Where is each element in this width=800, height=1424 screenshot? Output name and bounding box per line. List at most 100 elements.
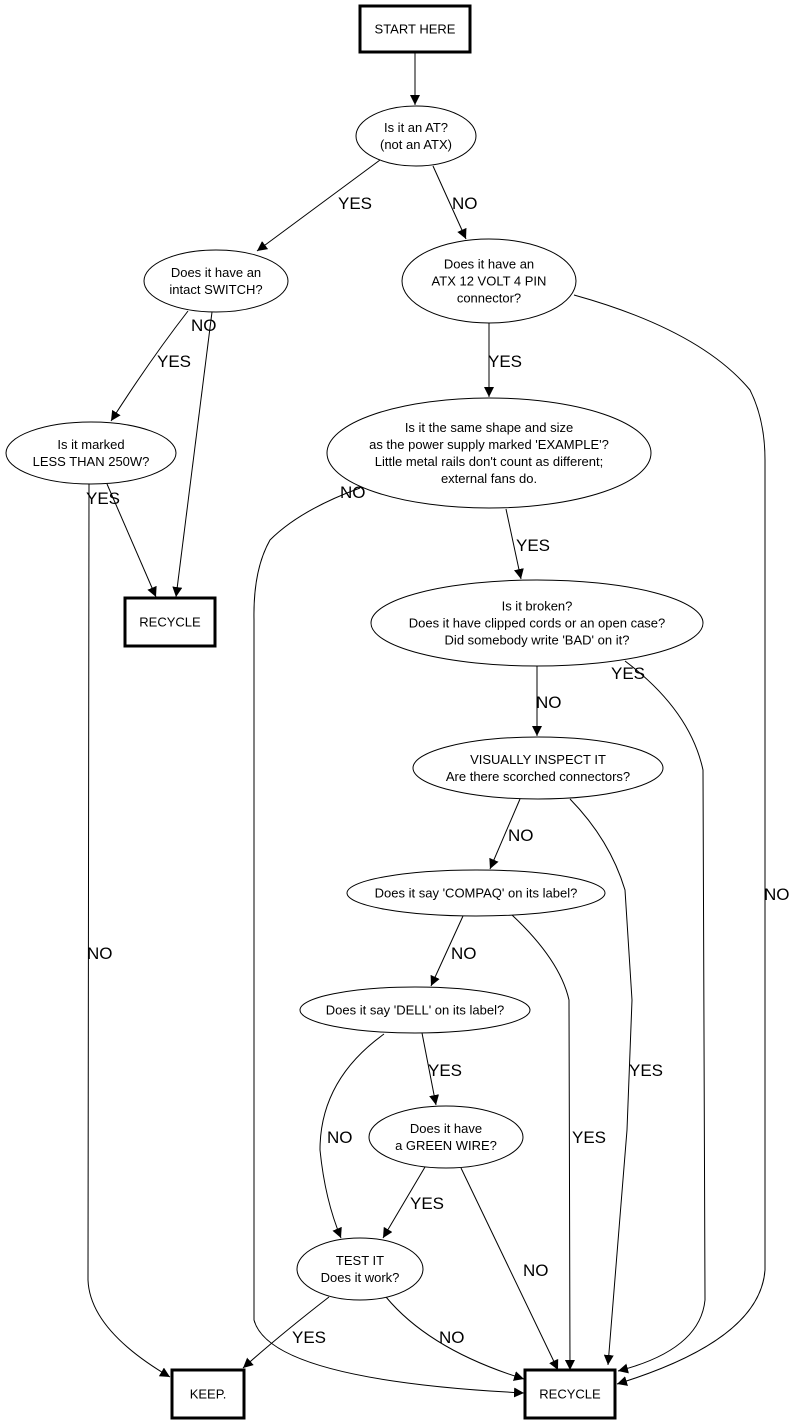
decision-ellipse <box>5 421 177 485</box>
node-atx12v: Does it have an ATX 12 VOLT 4 PIN connecto… <box>401 238 577 324</box>
node-recycle-bottom: RECYCLE <box>523 1368 617 1420</box>
edge-visual-to-recycle-bottom <box>569 798 633 1366</box>
edge-test-to-keep <box>242 1296 330 1369</box>
edge-label-no: NO <box>87 944 113 963</box>
decision-ellipse <box>346 869 606 917</box>
node-text-line: VISUALLY INSPECT IT <box>470 752 606 767</box>
node-text-line: external fans do. <box>441 471 537 486</box>
edge-label-no: NO <box>508 826 534 845</box>
edge-switch-to-recycle-top <box>172 311 213 598</box>
node-text-line: Does it have an <box>444 257 534 272</box>
node-text-line: Is it marked <box>57 437 124 452</box>
edge-compaq-to-recycle-bottom <box>511 914 575 1371</box>
decision-ellipse <box>299 986 531 1034</box>
edge-dell-to-test <box>319 1033 385 1239</box>
node-is-at: Is it an AT? (not an ATX) <box>355 105 477 167</box>
edge-label-yes: YES <box>157 352 191 371</box>
node-text-line: intact SWITCH? <box>169 282 262 297</box>
node-text-line: RECYCLE <box>139 615 201 630</box>
node-text-line: ATX 12 VOLT 4 PIN <box>432 274 547 289</box>
node-visual: VISUALLY INSPECT IT Are there scorched co… <box>412 736 664 800</box>
edge-label-no: NO <box>451 944 477 963</box>
node-text-line: Is it an AT? <box>384 120 448 135</box>
node-text-line: a GREEN WIRE? <box>395 1138 497 1153</box>
decision-ellipse <box>368 1105 524 1169</box>
edge-visual-to-compaq <box>489 798 521 870</box>
node-keep: KEEP. <box>170 1368 246 1420</box>
edge-compaq-to-dell <box>430 915 464 987</box>
edge-less250-to-recycle-top <box>106 483 157 598</box>
edge-broken-to-recycle-bottom <box>617 660 706 1374</box>
node-broken: Is it broken? Does it have clipped cords … <box>370 579 704 667</box>
edge-atx12v-to-recycle-bottom <box>573 294 766 1386</box>
node-text-line: START HERE <box>375 22 456 37</box>
node-text-line: TEST IT <box>336 1253 384 1268</box>
node-text-line: (not an ATX) <box>380 137 452 152</box>
node-text-line: Does it have an <box>171 265 261 280</box>
node-green: Does it have a GREEN WIRE? <box>368 1105 524 1169</box>
node-text-line: Are there scorched connectors? <box>446 769 630 784</box>
edge-is-at-to-atx12v <box>432 165 467 240</box>
edge-same-shape-to-broken <box>505 508 524 580</box>
node-text-line: as the power supply marked 'EXAMPLE'? <box>369 437 609 452</box>
node-text-line: Is it broken? <box>502 599 573 614</box>
decision-ellipse <box>326 397 652 509</box>
edge-label-no: NO <box>523 1261 549 1280</box>
box-shape <box>170 1368 246 1420</box>
edge-label-no: NO <box>340 483 366 502</box>
edge-same-shape-to-recycle-bottom <box>253 487 525 1398</box>
box-shape <box>123 596 217 648</box>
box-shape <box>523 1368 617 1420</box>
edge-label-yes: YES <box>338 194 372 213</box>
edge-label-yes: YES <box>488 352 522 371</box>
edge-less250-to-keep <box>87 483 171 1378</box>
node-text-line: RECYCLE <box>539 1387 601 1402</box>
edge-label-no: NO <box>439 1328 465 1347</box>
edge-dell-to-green <box>421 1032 439 1106</box>
box-shape <box>358 4 472 54</box>
edge-label-yes: YES <box>629 1061 663 1080</box>
decision-ellipse <box>370 579 704 667</box>
edge-label-no: NO <box>452 194 478 213</box>
edge-label-yes: YES <box>410 1194 444 1213</box>
node-text-line: Does it say 'COMPAQ' on its label? <box>375 886 578 901</box>
node-text-line: Does it have <box>410 1121 482 1136</box>
node-text-line: Is it the same shape and size <box>405 420 573 435</box>
edge-label-yes: YES <box>611 664 645 683</box>
edge-green-to-recycle-bottom <box>460 1167 559 1371</box>
node-same-shape: Is it the same shape and size as the powe… <box>326 397 652 509</box>
edge-green-to-test <box>382 1166 426 1239</box>
node-dell: Does it say 'DELL' on its label? <box>299 986 531 1034</box>
decision-ellipse <box>355 105 477 167</box>
edge-label-yes: YES <box>572 1128 606 1147</box>
edge-label-no: NO <box>327 1128 353 1147</box>
edge-label-yes: YES <box>292 1328 326 1347</box>
decision-ellipse <box>401 238 577 324</box>
node-text-line: connector? <box>457 291 521 306</box>
edge-switch-to-less250 <box>110 310 189 422</box>
edge-label-no: NO <box>191 316 217 335</box>
node-text-line: Did somebody write 'BAD' on it? <box>445 633 630 648</box>
node-compaq: Does it say 'COMPAQ' on its label? <box>346 869 606 917</box>
edge-test-to-recycle-bottom <box>385 1296 525 1381</box>
node-text-line: Does it say 'DELL' on its label? <box>326 1003 504 1018</box>
node-switch: Does it have an intact SWITCH? <box>143 249 289 313</box>
edge-label-yes: YES <box>86 489 120 508</box>
edge-label-no: NO <box>536 693 562 712</box>
node-text-line: Little metal rails don't count as differ… <box>375 454 603 469</box>
decision-ellipse <box>296 1237 424 1301</box>
node-text-line: KEEP. <box>190 1387 227 1402</box>
edge-label-yes: YES <box>516 536 550 555</box>
node-text-line: LESS THAN 250W? <box>33 454 150 469</box>
edge-label-yes: YES <box>428 1061 462 1080</box>
node-start: START HERE <box>358 4 472 54</box>
decision-ellipse <box>143 249 289 313</box>
node-text-line: Does it have clipped cords or an open ca… <box>409 616 666 631</box>
node-recycle-top: RECYCLE <box>123 596 217 648</box>
edge-is-at-to-switch <box>256 159 381 252</box>
edge-label-no: NO <box>764 885 790 904</box>
decision-ellipse <box>412 736 664 800</box>
